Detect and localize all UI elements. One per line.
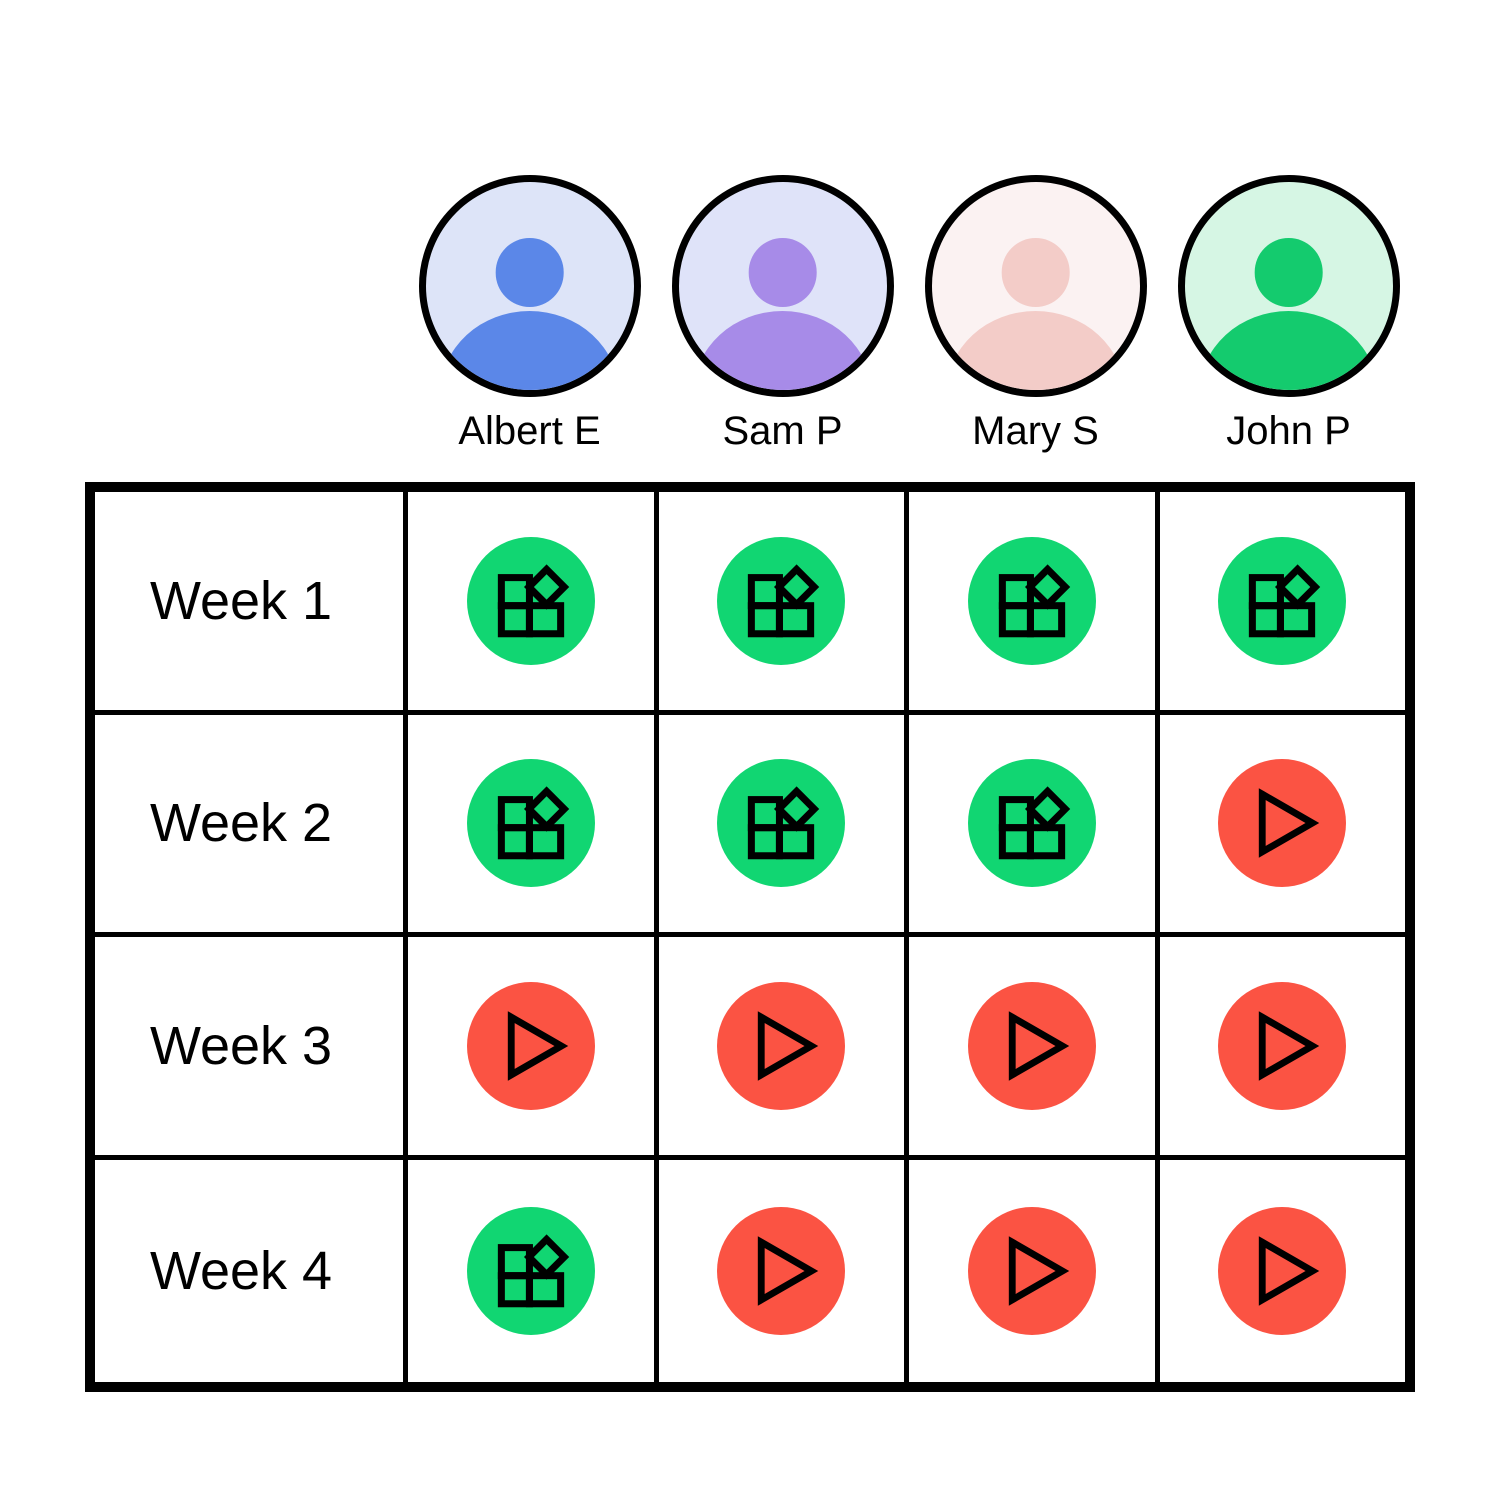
week-label: Week 3 (150, 1015, 333, 1076)
weekly-status-table: Week 1 Week 2 Week 3 Week 4 (85, 482, 1415, 1392)
status-badge-pending[interactable] (717, 981, 846, 1110)
status-cell[interactable] (408, 492, 659, 710)
avatar-head-shape (1254, 238, 1323, 307)
people-header-row: Albert E Sam P Mary S John P (403, 175, 1415, 451)
person-avatar-icon[interactable] (924, 175, 1147, 397)
person-avatar-icon[interactable] (418, 175, 641, 397)
play-triangle-icon-svg (1259, 1235, 1320, 1306)
status-badge-complete[interactable] (1218, 536, 1347, 665)
person-header-3[interactable]: Mary S (909, 175, 1162, 451)
status-badge-complete[interactable] (717, 536, 846, 665)
status-badge-pending[interactable] (967, 981, 1096, 1110)
person-header-4[interactable]: John P (1162, 175, 1415, 451)
status-cell[interactable] (1160, 715, 1406, 933)
status-cell[interactable] (1160, 492, 1406, 710)
person-name-label: John P (1226, 409, 1351, 453)
status-badge-complete[interactable] (967, 759, 1096, 888)
avatar-body-shape (1199, 310, 1378, 390)
status-cell[interactable] (909, 492, 1160, 710)
dashboard-widgets-icon-svg (497, 786, 569, 860)
avatar-body-shape (440, 310, 619, 390)
avatar-body-shape (693, 310, 872, 390)
dashboard-widgets-icon-svg (1249, 564, 1321, 638)
status-cell[interactable] (1160, 937, 1406, 1155)
person-header-1[interactable]: Albert E (403, 175, 656, 451)
person-avatar-icon[interactable] (1177, 175, 1400, 397)
status-badge-pending[interactable] (466, 981, 595, 1110)
week-label: Week 4 (150, 1240, 333, 1301)
status-cell[interactable] (408, 937, 659, 1155)
week-label-cell: Week 4 (95, 1159, 408, 1382)
status-badge-pending[interactable] (717, 1206, 846, 1335)
dashboard-widgets-icon-svg (497, 564, 569, 638)
person-header-2[interactable]: Sam P (656, 175, 909, 451)
dashboard-widgets-icon-svg (998, 564, 1070, 638)
play-triangle-icon-svg (758, 1235, 819, 1306)
avatar-body-shape (946, 310, 1125, 390)
person-name-label: Sam P (722, 409, 843, 453)
status-badge-pending[interactable] (1218, 981, 1347, 1110)
week-label-cell: Week 3 (95, 937, 408, 1155)
status-badge-pending[interactable] (967, 1206, 1096, 1335)
status-badge-pending[interactable] (1218, 759, 1347, 888)
status-cell[interactable] (408, 1159, 659, 1382)
status-badge-pending[interactable] (1218, 1206, 1347, 1335)
status-cell[interactable] (659, 1159, 909, 1382)
week-label-cell: Week 2 (95, 714, 408, 932)
status-cell[interactable] (659, 714, 909, 932)
avatar-head-shape (1001, 238, 1070, 307)
status-cell[interactable] (909, 937, 1160, 1155)
dashboard-widgets-icon-svg (748, 564, 820, 638)
dashboard-widgets-icon-svg (998, 786, 1070, 860)
status-badge-complete[interactable] (466, 536, 595, 665)
person-name-label: Mary S (972, 409, 1099, 453)
table-row: Week 1 (95, 492, 1405, 715)
play-triangle-icon-svg (1259, 788, 1320, 859)
play-triangle-icon-svg (1259, 1010, 1320, 1081)
person-avatar-icon[interactable] (671, 175, 894, 397)
avatar-head-shape (495, 238, 564, 307)
week-label-cell: Week 1 (95, 492, 408, 710)
week-label: Week 2 (150, 793, 333, 854)
status-cell[interactable] (909, 1159, 1160, 1382)
dashboard-widgets-icon-svg (497, 1234, 569, 1308)
person-name-label: Albert E (458, 409, 601, 453)
status-cell[interactable] (659, 937, 909, 1155)
status-badge-complete[interactable] (967, 536, 1096, 665)
table-row: Week 4 (95, 1159, 1406, 1383)
table-row: Week 3 (95, 937, 1405, 1160)
week-label: Week 1 (150, 570, 333, 631)
play-triangle-icon-svg (758, 1010, 819, 1081)
play-triangle-icon-svg (507, 1010, 569, 1081)
status-cell[interactable] (909, 714, 1160, 932)
status-cell[interactable] (659, 492, 909, 710)
table-row: Week 2 (95, 714, 1406, 937)
play-triangle-icon-svg (1008, 1010, 1070, 1081)
status-cell[interactable] (408, 714, 659, 932)
status-badge-complete[interactable] (717, 759, 846, 888)
avatar-head-shape (748, 238, 817, 307)
status-badge-complete[interactable] (466, 759, 595, 888)
status-cell[interactable] (1160, 1160, 1406, 1383)
play-triangle-icon-svg (1008, 1235, 1070, 1306)
status-badge-complete[interactable] (466, 1206, 595, 1335)
dashboard-widgets-icon-svg (748, 786, 820, 860)
